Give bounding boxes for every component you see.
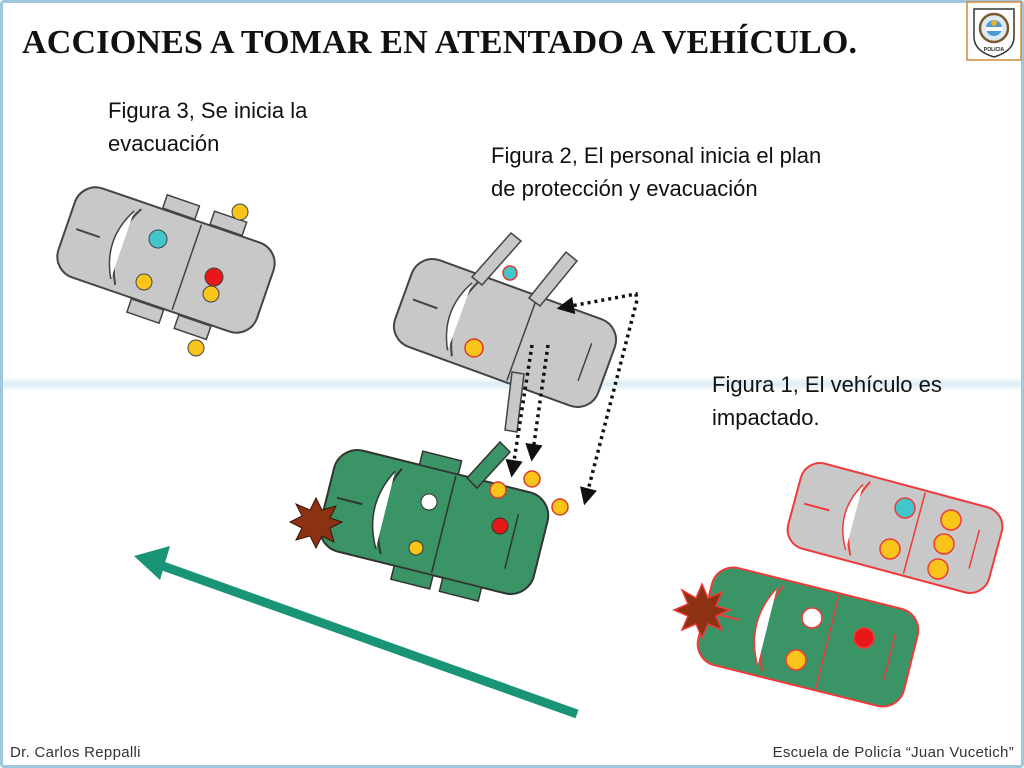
figure3-caption: Figura 3, Se inicia la evacuación	[108, 94, 307, 160]
slide-title: ACCIONES A TOMAR EN ATENTADO A VEHÍCULO.	[22, 24, 858, 61]
logo-text: POLICIA	[984, 47, 1005, 53]
fig2-principal-marker	[491, 517, 509, 535]
figure3-caption-line1: Figura 3, Se inicia la	[108, 98, 308, 123]
fig1-blank-seat-marker	[801, 607, 823, 629]
fig2-explosion-icon	[288, 496, 344, 550]
fig1-principal-marker	[853, 627, 875, 649]
fig3-occupant-marker	[135, 273, 153, 291]
fig2-occupant-marker	[489, 481, 507, 499]
fig2-blank-seat-marker	[420, 493, 438, 511]
direction-arrow	[134, 546, 579, 719]
fig3-occupant-marker	[187, 339, 205, 357]
figure3-caption-line2: evacuación	[108, 131, 220, 156]
figure2-caption-line1: Figura 2, El personal inicia el plan	[491, 143, 822, 168]
fig1-occupant-marker	[879, 538, 901, 560]
evacuation-path-arrows	[505, 291, 639, 506]
fig2-open-door	[527, 250, 579, 308]
fig1-explosion-icon	[672, 582, 733, 640]
fig3-driver-marker	[148, 229, 168, 249]
fig3-principal-marker	[204, 267, 224, 287]
fig2-open-door	[470, 231, 523, 287]
figure3-escort-car	[56, 186, 276, 341]
fig2-green-open-door	[465, 440, 512, 490]
footer-institution: Escuela de Policía “Juan Vucetich”	[772, 744, 1014, 761]
fig2-occupant-marker	[551, 498, 569, 516]
figure1-escort-car	[786, 462, 1004, 594]
police-shield-icon: POLICIA	[966, 1, 1022, 61]
fig2-open-door	[504, 371, 525, 433]
fig1-occupant-marker	[940, 509, 962, 531]
fig3-occupant-marker	[202, 285, 220, 303]
fig2-occupant-marker	[523, 470, 541, 488]
figure1-caption: Figura 1, El vehículo es impactado.	[712, 368, 942, 434]
figure2-caption-line2: de protección y evacuación	[491, 176, 758, 201]
figure2-protected-car	[318, 449, 550, 602]
fig2-occupant-marker	[408, 540, 424, 556]
fig1-occupant-marker	[927, 558, 949, 580]
fig2-occupant-marker	[464, 338, 484, 358]
figure2-caption: Figura 2, El personal inicia el plan de …	[491, 139, 821, 205]
fig2-driver-marker	[502, 265, 518, 281]
fig1-driver-marker	[894, 497, 916, 519]
fig3-occupant-marker	[231, 203, 249, 221]
fig1-occupant-marker	[785, 649, 807, 671]
figure1-caption-line1: Figura 1, El vehículo es	[712, 372, 942, 397]
figure1-protected-car	[696, 566, 920, 708]
fig1-occupant-marker	[933, 533, 955, 555]
footer-author: Dr. Carlos Reppalli	[10, 744, 141, 761]
figure1-caption-line2: impactado.	[712, 405, 820, 430]
